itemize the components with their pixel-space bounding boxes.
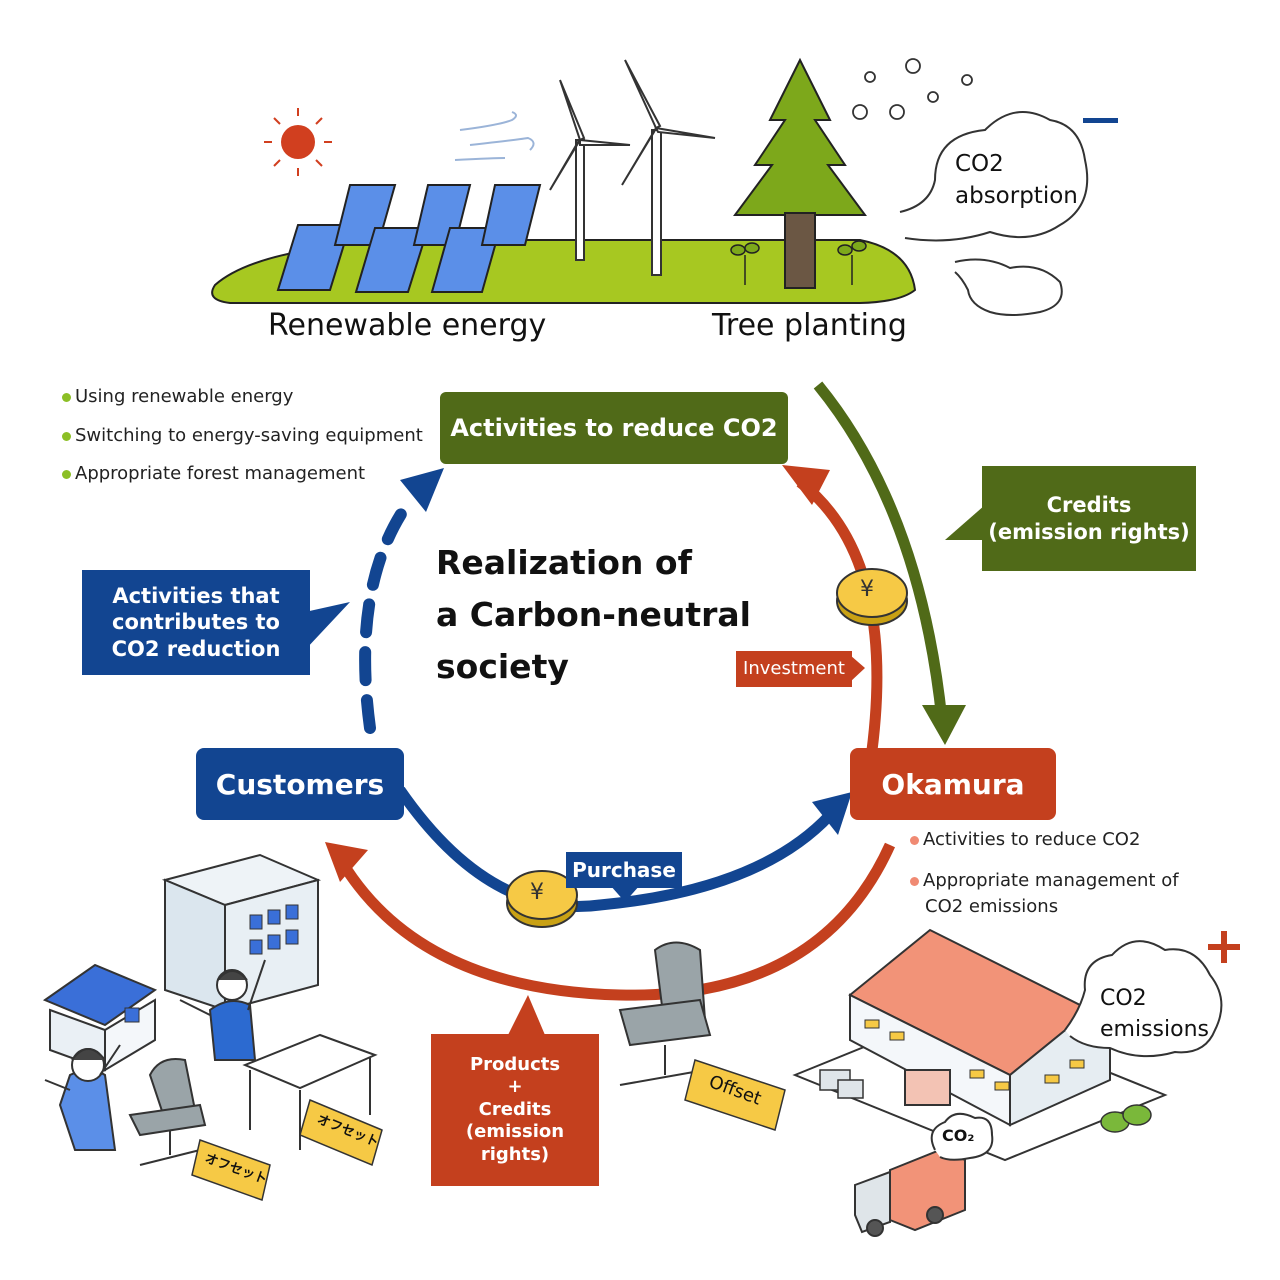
bullet-dot bbox=[910, 835, 919, 845]
bullet-dot bbox=[62, 392, 71, 402]
contribute-arrowhead bbox=[400, 468, 444, 512]
truck-icon bbox=[854, 1148, 966, 1237]
red-bullet-1: Activities to reduce CO2 bbox=[910, 829, 1140, 850]
emission-cloud bbox=[1064, 940, 1223, 1058]
coin-investment bbox=[836, 568, 908, 626]
forklift-icon bbox=[819, 1069, 864, 1099]
bullet-text: Appropriate forest management bbox=[75, 463, 366, 484]
solar-panels bbox=[276, 184, 542, 293]
investment-box: Investment bbox=[736, 651, 852, 687]
products-line2: + bbox=[507, 1076, 523, 1098]
activities-reduce-box: Activities to reduce CO2 bbox=[440, 392, 788, 464]
purchase-box: Purchase bbox=[566, 852, 682, 888]
center-line1: Realization of bbox=[436, 543, 692, 582]
purchase-arrow bbox=[395, 786, 835, 913]
credits-arrow bbox=[813, 381, 948, 721]
offset-tag-jp-2 bbox=[299, 1098, 383, 1167]
co2-emissions-label: CO2 emissions bbox=[1100, 983, 1209, 1045]
shrubs bbox=[1100, 1104, 1152, 1133]
coin-purchase-symbol: ¥ bbox=[530, 880, 544, 905]
renewable-energy-label: Renewable energy bbox=[268, 308, 547, 343]
co2-emissions-line2: emissions bbox=[1100, 1017, 1209, 1042]
products-arrowhead bbox=[325, 842, 368, 882]
office-chair-left bbox=[128, 1058, 207, 1166]
truck-co2-cloud bbox=[930, 1112, 994, 1161]
contrib-line1: Activities that bbox=[112, 584, 280, 609]
credits-arrowhead bbox=[922, 705, 966, 745]
office-chair-middle bbox=[618, 941, 712, 1086]
offset-tag-jp-1 bbox=[191, 1139, 271, 1201]
bullet-dot bbox=[62, 431, 71, 441]
co2-absorption-label: CO2 absorption bbox=[955, 148, 1078, 212]
contrib-line2: contributes to bbox=[112, 610, 280, 635]
credits-box-tail bbox=[945, 505, 985, 540]
person-2 bbox=[179, 959, 266, 1061]
co2-absorption-line2: absorption bbox=[955, 183, 1078, 209]
okamura-box: Okamura bbox=[850, 748, 1056, 820]
offset-tag-middle bbox=[684, 1059, 786, 1131]
absorption-cloud bbox=[899, 111, 1089, 242]
purchase-box-tail bbox=[610, 885, 640, 902]
green-bullet-1: Using renewable energy bbox=[62, 386, 293, 407]
credits-line2: (emission rights) bbox=[988, 519, 1190, 544]
red-bullet-2: Appropriate management of CO2 emissions bbox=[910, 868, 1179, 920]
tree-icon bbox=[730, 57, 867, 289]
co2-emissions-line1: CO2 bbox=[1100, 986, 1147, 1011]
contrib-box-tail bbox=[305, 602, 350, 650]
center-headline: Realization of a Carbon-neutral society bbox=[436, 537, 751, 693]
desk-icon bbox=[242, 1033, 378, 1150]
products-line3: Credits bbox=[478, 1098, 552, 1120]
bullet-dot bbox=[910, 876, 919, 886]
bullet-text: Appropriate management of bbox=[923, 870, 1179, 891]
wind-icon bbox=[454, 111, 535, 161]
truck-co2-label: CO₂ bbox=[942, 1126, 975, 1145]
coin-purchase bbox=[506, 870, 578, 928]
products-credits-box: Products + Credits (emission rights) bbox=[431, 1034, 599, 1186]
credits-line1: Credits bbox=[1046, 493, 1132, 518]
green-bullet-3: Appropriate forest management bbox=[62, 463, 365, 484]
products-box-tail bbox=[508, 995, 545, 1035]
green-bullet-2: Switching to energy-saving equipment bbox=[62, 425, 423, 446]
contributes-box: Activities that contributes to CO2 reduc… bbox=[82, 570, 310, 675]
customers-box: Customers bbox=[196, 748, 404, 820]
bullet-text: Activities to reduce CO2 bbox=[923, 829, 1141, 850]
products-line4: (emission rights) bbox=[465, 1121, 565, 1165]
office-building bbox=[161, 853, 322, 1012]
person-1 bbox=[44, 1044, 121, 1151]
wind-turbines bbox=[549, 59, 716, 276]
center-line3: society bbox=[436, 647, 569, 686]
bullet-dot bbox=[62, 469, 71, 479]
contrib-line3: CO2 reduction bbox=[111, 636, 281, 661]
bullet-text: Switching to energy-saving equipment bbox=[75, 425, 423, 446]
coin-investment-symbol: ¥ bbox=[860, 577, 874, 602]
minus-sign-mark bbox=[1083, 118, 1118, 123]
contribute-arrow bbox=[359, 492, 418, 734]
tree-planting-label: Tree planting bbox=[712, 308, 907, 343]
credits-box: Credits (emission rights) bbox=[982, 466, 1196, 571]
plus-sign-mark bbox=[1208, 931, 1240, 963]
investment-arrowhead bbox=[782, 465, 830, 505]
bullet-text: Using renewable energy bbox=[75, 386, 294, 407]
lower-cloud bbox=[954, 258, 1063, 316]
sun-icon bbox=[264, 108, 332, 176]
factory-building bbox=[792, 928, 1168, 1162]
center-line2: a Carbon-neutral bbox=[436, 595, 751, 634]
purchase-arrowhead bbox=[812, 792, 852, 835]
products-line1: Products bbox=[469, 1053, 561, 1075]
co2-bubbles bbox=[852, 58, 973, 120]
co2-absorption-line1: CO2 bbox=[955, 151, 1004, 177]
investment-box-tail bbox=[850, 655, 865, 682]
bullet-text-cont: CO2 emissions bbox=[925, 896, 1059, 917]
products-arrow bbox=[337, 842, 896, 1001]
